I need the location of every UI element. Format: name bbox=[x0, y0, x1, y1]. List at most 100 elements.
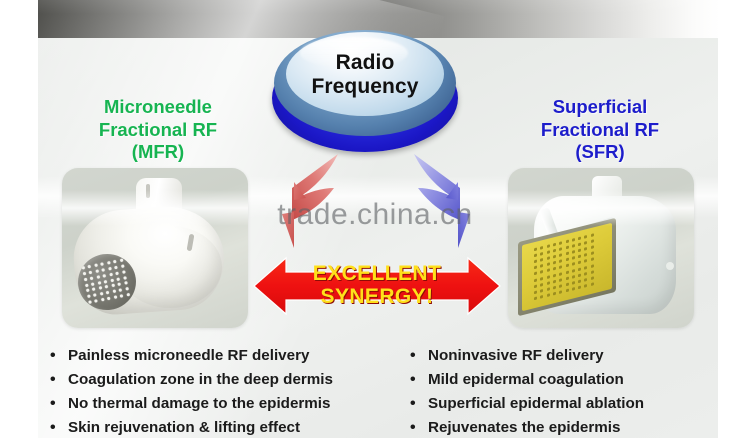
left-branch-title-line3: (MFR) bbox=[131, 141, 185, 163]
grid-dot bbox=[578, 254, 582, 259]
list-item: Painless microneedle RF delivery bbox=[46, 343, 396, 368]
rf-node-label: Radio Frequency bbox=[286, 38, 444, 112]
grid-dot bbox=[578, 267, 582, 271]
grid-dot bbox=[584, 259, 588, 264]
grid-dot bbox=[87, 294, 91, 299]
grid-dot bbox=[565, 245, 569, 250]
grid-dot bbox=[552, 261, 556, 265]
rf-node-gloss bbox=[300, 37, 408, 69]
list-item: Rejuvenates the epidermis bbox=[406, 415, 736, 440]
sfr-electrode-grid bbox=[534, 233, 596, 302]
grid-dot bbox=[92, 287, 96, 292]
grid-dot bbox=[590, 251, 594, 256]
grid-dot bbox=[571, 244, 575, 248]
right-swoosh-icon bbox=[414, 154, 470, 248]
grid-dot bbox=[113, 295, 118, 300]
right-branch-title-line3: (SFR) bbox=[575, 141, 625, 163]
grid-dot bbox=[565, 264, 569, 268]
grid-dot bbox=[84, 283, 89, 287]
grid-dot bbox=[590, 245, 594, 250]
grid-dot bbox=[534, 253, 537, 258]
grid-dot bbox=[584, 271, 588, 276]
grid-dot bbox=[565, 276, 569, 281]
grid-dot bbox=[559, 265, 563, 270]
grid-dot bbox=[559, 253, 563, 258]
grid-dot bbox=[578, 260, 582, 265]
grid-dot bbox=[94, 299, 99, 303]
grid-dot bbox=[540, 264, 544, 268]
grid-dot bbox=[96, 275, 100, 279]
grid-dot bbox=[559, 283, 563, 288]
grid-dot bbox=[126, 293, 130, 297]
grid-dot bbox=[120, 264, 125, 268]
grid-dot bbox=[571, 238, 575, 242]
grid-dot bbox=[571, 262, 575, 267]
right-tile-light-band bbox=[508, 190, 694, 226]
grid-dot bbox=[91, 282, 95, 286]
grid-dot bbox=[98, 286, 103, 291]
grid-dot bbox=[94, 263, 98, 268]
grid-dot bbox=[590, 257, 594, 262]
grid-dot bbox=[88, 300, 92, 305]
rf-node-label-line2: Frequency bbox=[311, 75, 419, 98]
grid-dot bbox=[546, 250, 550, 255]
grid-dot bbox=[584, 283, 588, 288]
grid-dot bbox=[118, 288, 123, 293]
left-tile-light-band bbox=[62, 190, 248, 226]
grid-dot bbox=[100, 262, 105, 266]
grid-dot bbox=[100, 298, 105, 302]
grid-dot bbox=[578, 242, 582, 247]
radio-frequency-node: Radio Frequency bbox=[270, 22, 460, 154]
list-item: Skin rejuvenation & lifting effect bbox=[46, 415, 396, 440]
right-branch-bullets: Noninvasive RF deliveryMild epidermal co… bbox=[406, 343, 736, 440]
grid-dot bbox=[546, 262, 550, 267]
grid-dot bbox=[107, 296, 111, 301]
grid-dot bbox=[534, 290, 537, 294]
header-bar-shine bbox=[38, 0, 720, 14]
grid-dot bbox=[571, 250, 575, 255]
grid-dot bbox=[546, 274, 550, 279]
grid-dot bbox=[111, 284, 115, 288]
sfr-nub bbox=[666, 262, 674, 270]
grid-dot bbox=[534, 265, 537, 270]
grid-dot bbox=[546, 268, 550, 273]
left-device-image bbox=[62, 168, 248, 328]
grid-dot bbox=[101, 268, 106, 272]
right-branch-title-line2: Fractional RF bbox=[540, 118, 660, 140]
left-branch-bullets: Painless microneedle RF deliveryCoagulat… bbox=[46, 343, 396, 440]
grid-dot bbox=[565, 257, 569, 262]
grid-dot bbox=[584, 241, 588, 245]
grid-dot bbox=[109, 272, 113, 277]
grid-dot bbox=[559, 277, 563, 282]
left-branch-title: Microneedle Fractional RF (MFR) bbox=[58, 96, 258, 164]
grid-dot bbox=[565, 282, 569, 287]
grid-dot bbox=[590, 270, 594, 274]
grid-dot bbox=[559, 241, 563, 245]
grid-dot bbox=[99, 292, 104, 296]
grid-dot bbox=[119, 294, 124, 298]
grid-dot bbox=[97, 280, 102, 285]
list-item: Superficial epidermal ablation bbox=[406, 391, 736, 416]
grid-dot bbox=[115, 271, 119, 275]
grid-dot bbox=[584, 265, 588, 270]
grid-dot bbox=[571, 280, 575, 285]
grid-dot bbox=[571, 268, 575, 273]
grid-dot bbox=[123, 281, 128, 286]
grid-dot bbox=[113, 259, 117, 264]
grid-dot bbox=[546, 293, 550, 297]
grid-dot bbox=[534, 247, 537, 252]
grid-dot bbox=[534, 296, 537, 301]
grid-dot bbox=[552, 279, 556, 284]
grid-dot bbox=[546, 256, 550, 261]
grid-dot bbox=[565, 270, 569, 274]
grid-dot bbox=[104, 285, 109, 289]
grid-dot bbox=[546, 287, 550, 291]
left-branch-title-line2: Fractional RF bbox=[98, 118, 218, 140]
grid-dot bbox=[552, 242, 556, 247]
grid-dot bbox=[590, 263, 594, 268]
grid-dot bbox=[116, 277, 121, 281]
grid-dot bbox=[590, 233, 594, 238]
grid-dot bbox=[584, 234, 588, 239]
grid-dot bbox=[89, 270, 93, 275]
grid-dot bbox=[106, 261, 111, 265]
